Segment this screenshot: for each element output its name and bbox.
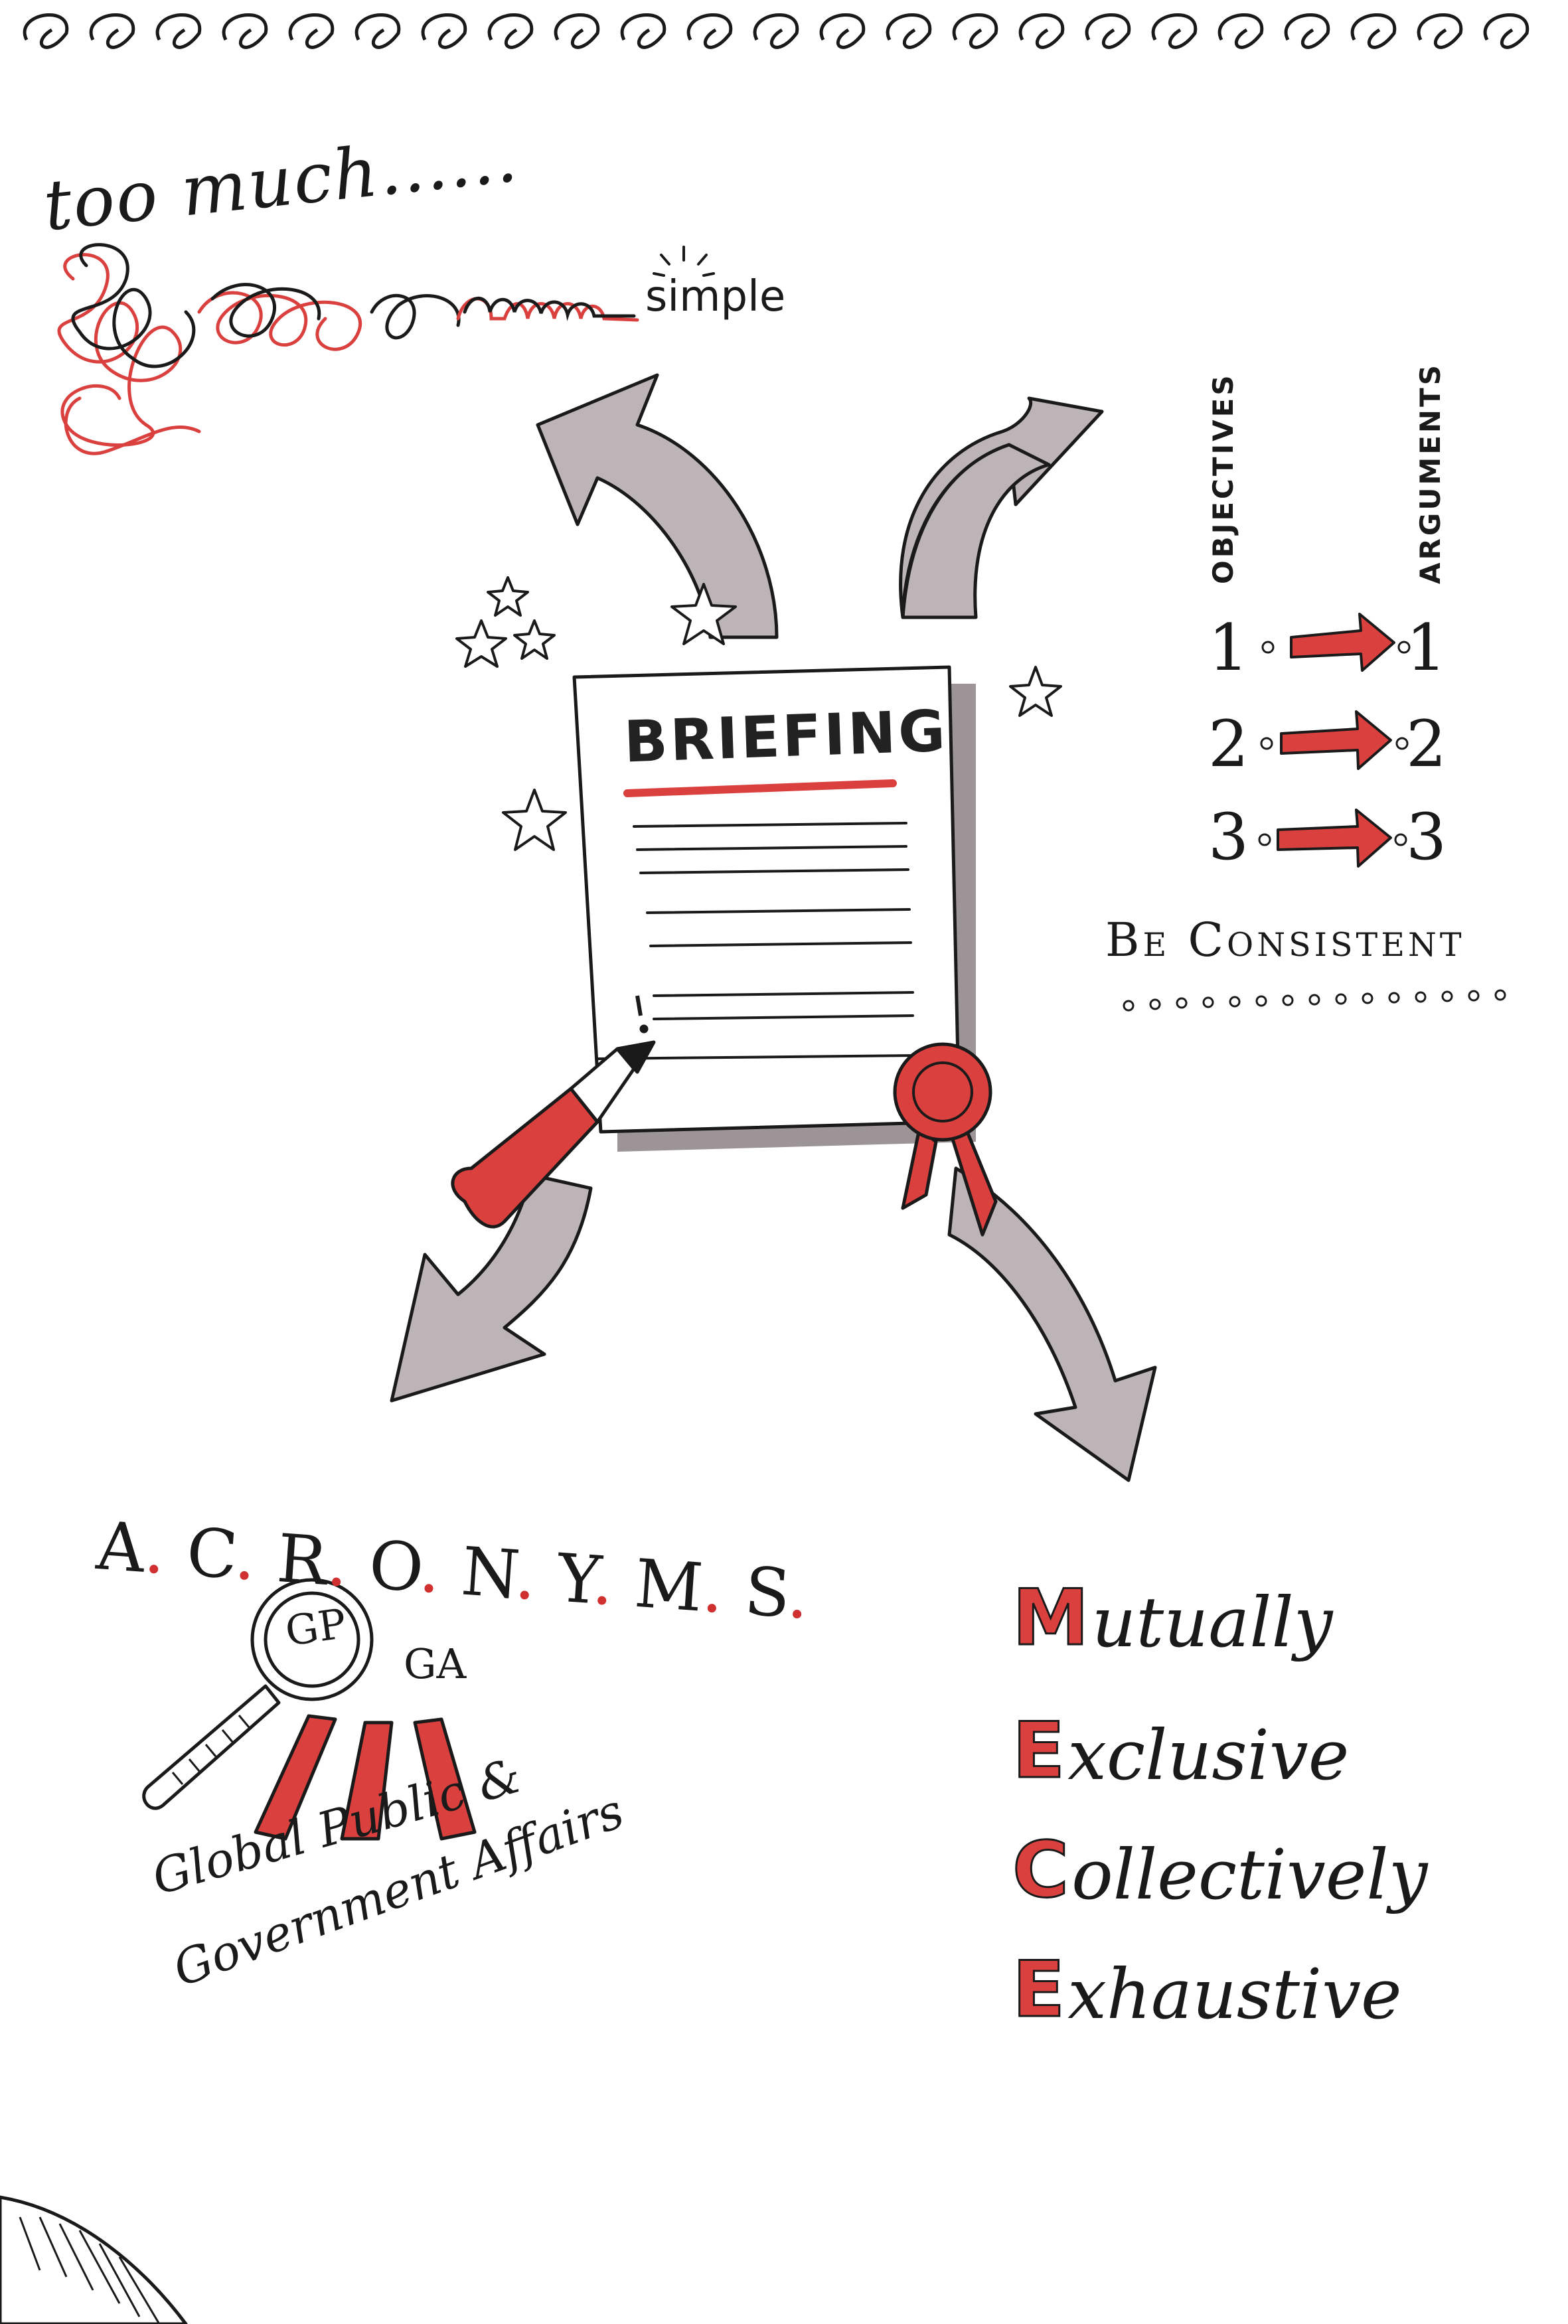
- mece-initial: E: [1011, 1945, 1065, 2035]
- side-text: GA: [404, 1640, 467, 1688]
- argument-number: 2: [1406, 707, 1447, 781]
- mece-word: utually: [1091, 1582, 1333, 1663]
- lens-text: GP: [282, 1599, 349, 1656]
- argument-number: 3: [1406, 800, 1447, 874]
- acronym-letter: N: [459, 1532, 518, 1614]
- scribble-icon: [57, 243, 639, 455]
- arrow-icon: [390, 373, 1157, 1482]
- be-consistent-label: Be Consistent: [1105, 913, 1465, 967]
- mece-row: E xhaustive: [1011, 1945, 1402, 2035]
- document-icon: [572, 665, 976, 1152]
- mece-initial: M: [1011, 1573, 1089, 1663]
- acronym-letter: M: [632, 1544, 706, 1627]
- briefing-title: BRIEFING: [623, 698, 949, 776]
- ribbon-rosette-icon: [893, 1042, 998, 1237]
- objective-number: 2: [1208, 707, 1249, 781]
- spiral-binding-icon: [23, 13, 1529, 49]
- page-curl-icon: [0, 2195, 188, 2324]
- simple-label: simple: [645, 272, 786, 321]
- acronym-letter: C: [184, 1513, 238, 1594]
- argument-number: 1: [1406, 611, 1447, 685]
- dotted-underline: [1123, 989, 1506, 1012]
- mece-row: M utually: [1011, 1573, 1333, 1663]
- objective-number: 1: [1208, 611, 1249, 685]
- mece-row: E xclusive: [1011, 1706, 1350, 1796]
- arguments-label: ARGUMENTS: [1414, 362, 1447, 584]
- acronym-letter: R: [274, 1519, 330, 1600]
- acronym-letter: S: [742, 1552, 791, 1633]
- acronym-letter: Y: [554, 1539, 595, 1619]
- mece-row: C ollectively: [1011, 1825, 1428, 1915]
- mece-initial: E: [1011, 1706, 1065, 1796]
- sparkle-icon: [653, 246, 715, 277]
- acronym-letter: A: [94, 1507, 148, 1588]
- arrow-icon: [1277, 613, 1395, 868]
- fountain-pen-icon: [451, 995, 656, 1229]
- mece-word: xhaustive: [1067, 1954, 1402, 2035]
- mece-word: ollectively: [1071, 1834, 1428, 1915]
- objectives-label: OBJECTIVES: [1207, 372, 1239, 584]
- objective-number: 3: [1208, 800, 1249, 874]
- magnifying-glass-icon: [142, 1578, 477, 1841]
- acronym-letter: O: [366, 1525, 423, 1607]
- star-icon: [455, 576, 1062, 851]
- mece-initial: C: [1011, 1825, 1069, 1915]
- mece-word: xclusive: [1067, 1715, 1350, 1796]
